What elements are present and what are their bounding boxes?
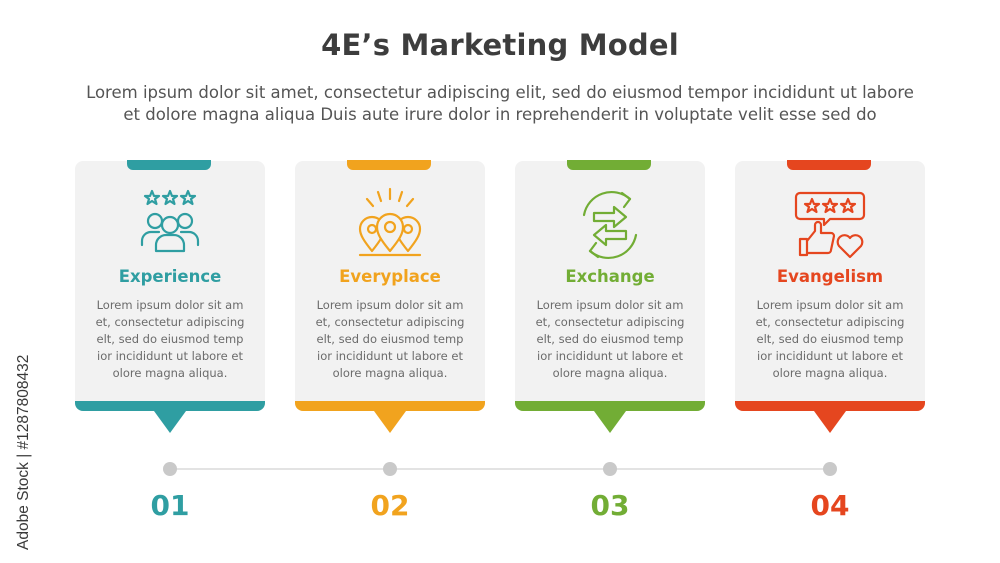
stock-watermark: Adobe Stock | #1287808432	[15, 355, 32, 550]
page-title: 4E’s Marketing Model	[321, 28, 679, 62]
subtitle-line-2: et dolore magna aliqua Duis aute irure d…	[123, 105, 877, 124]
card-footer-bar	[75, 401, 265, 411]
card-exchange: Exchange Lorem ipsum dolor sit am et, co…	[515, 160, 705, 433]
card-body: Lorem ipsum dolor sit am et, consectetur…	[315, 298, 465, 380]
card-pointer	[154, 411, 186, 433]
card-body: Lorem ipsum dolor sit am et, consectetur…	[535, 298, 685, 380]
card-heading: Experience	[118, 267, 222, 286]
timeline-dot	[823, 462, 837, 476]
location-pins-icon	[358, 187, 422, 257]
card-tab	[567, 160, 651, 170]
card-experience: Experience Lorem ipsum dolor sit am et, …	[75, 160, 265, 433]
card-footer-bar	[295, 401, 485, 411]
card-pointer	[594, 411, 626, 433]
step-number-2: 02	[370, 489, 410, 522]
card-heading: Everyplace	[339, 267, 441, 286]
card-heading: Evangelism	[776, 267, 884, 286]
card-tab	[787, 160, 871, 170]
card-body: Lorem ipsum dolor sit am et, consectetur…	[755, 298, 905, 380]
watermark-text: Adobe Stock | #1287808432	[15, 355, 32, 550]
timeline-dot	[163, 462, 177, 476]
step-number-4: 04	[810, 489, 850, 522]
card-footer-bar	[515, 401, 705, 411]
card-tab	[347, 160, 431, 170]
card-evangelism: Evangelism Lorem ipsum dolor sit am et, …	[735, 160, 925, 433]
subtitle-line-1: Lorem ipsum dolor sit amet, consectetur …	[86, 83, 914, 102]
exchange-arrows-icon	[582, 190, 638, 260]
card-tab	[127, 160, 211, 170]
page-subtitle: Lorem ipsum dolor sit amet, consectetur …	[60, 82, 940, 126]
step-number-1: 01	[150, 489, 190, 522]
people-rating-icon	[140, 189, 200, 253]
card-body: Lorem ipsum dolor sit am et, consectetur…	[95, 298, 245, 380]
card-pointer	[814, 411, 846, 433]
card-heading: Exchange	[565, 267, 655, 286]
card-pointer	[374, 411, 406, 433]
timeline-dot	[383, 462, 397, 476]
step-number-3: 03	[590, 489, 630, 522]
card-everyplace: Everyplace Lorem ipsum dolor sit am et, …	[295, 160, 485, 433]
card-footer-bar	[735, 401, 925, 411]
timeline-line	[170, 468, 830, 470]
review-thumbs-heart-icon	[794, 191, 866, 259]
timeline-dot	[603, 462, 617, 476]
